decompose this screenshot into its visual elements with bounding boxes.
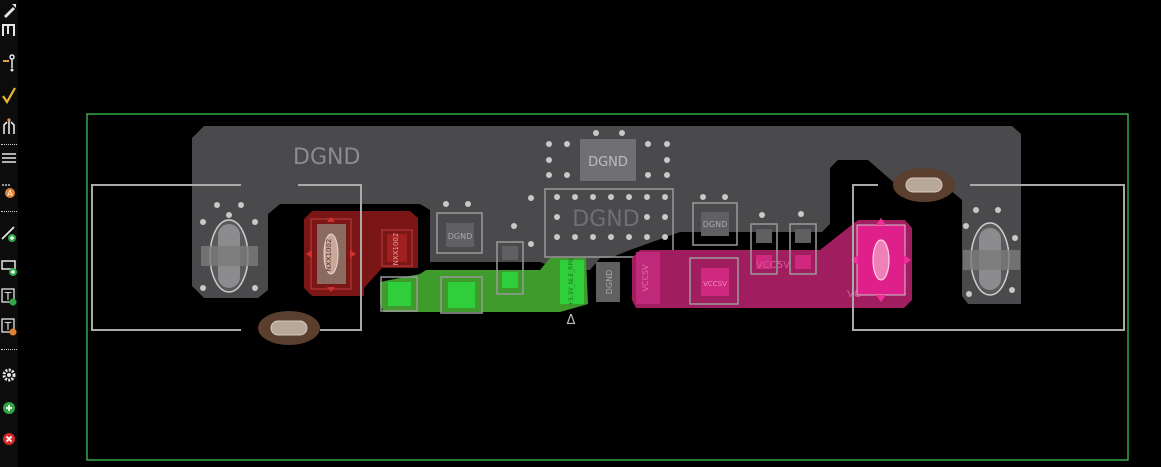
svg-text:T: T xyxy=(4,290,12,303)
via xyxy=(722,194,728,200)
route-track-tool[interactable] xyxy=(0,0,18,22)
tune-skew-icon xyxy=(2,87,16,104)
rule-area-icon: A xyxy=(2,184,15,198)
dgnd-center-pad[interactable] xyxy=(580,139,636,181)
textbox-tool[interactable]: T xyxy=(0,316,18,338)
via-grid-top xyxy=(546,130,670,178)
red-small-pad-label: NXX1002 xyxy=(392,233,400,266)
left-connector-vias xyxy=(200,202,258,291)
green-pad-4[interactable] xyxy=(560,260,584,304)
tune-skew-tool[interactable] xyxy=(0,84,18,106)
magenta-vc-label: VCC5V xyxy=(756,260,790,271)
dgnd-vertical-label: DGND xyxy=(605,270,614,295)
green-pad-2[interactable] xyxy=(448,282,475,308)
silkscreen-small-right-outline xyxy=(692,202,738,246)
dgnd-vertical-pad[interactable] xyxy=(596,262,620,302)
via xyxy=(759,212,765,218)
via-tool[interactable] xyxy=(0,115,18,137)
green-pad-3[interactable] xyxy=(502,272,518,288)
dgnd-via-pad[interactable] xyxy=(502,246,518,260)
rectangle-tool-icon xyxy=(1,260,17,276)
dgnd-ghost-label: DGND xyxy=(572,207,639,232)
textbox-tool-icon: T xyxy=(1,318,17,336)
triangle-marker: Δ xyxy=(567,313,576,328)
line-tool-icon xyxy=(1,226,16,242)
dgnd-center-pad-label: DGND xyxy=(588,155,628,170)
right-connector-slot xyxy=(963,250,1020,270)
magenta-pad-mid-outline xyxy=(689,257,739,305)
differential-pair-icon xyxy=(2,24,15,36)
via xyxy=(700,194,706,200)
tune-length-icon xyxy=(3,54,15,72)
left-mount-hole xyxy=(270,320,308,336)
magenta-pad-left-label: VCCSV xyxy=(641,264,650,292)
text-tool-icon: T xyxy=(1,288,17,306)
tune-length-tool[interactable] xyxy=(0,52,18,74)
red-small-pad-outline xyxy=(381,229,413,267)
zone-fill-tool[interactable] xyxy=(0,147,18,169)
green-pad-1-outline xyxy=(380,276,418,312)
green-pad-label: +3.3V_NLE_RPB xyxy=(568,258,575,306)
toolbar-separator xyxy=(1,349,17,350)
pcb-canvas[interactable]: DGND DGND DGND DGND DGND DGND NXX1002 N xyxy=(18,0,1161,467)
text-tool[interactable]: T xyxy=(0,286,18,308)
silkscreen-small-left-outline xyxy=(436,212,483,254)
board-edge-outline xyxy=(86,113,1129,461)
dgnd-small-left-pad[interactable] xyxy=(446,223,474,247)
dgnd-small-right-label: DGND xyxy=(703,220,728,229)
left-connector-slot xyxy=(201,246,258,266)
settings-gear-icon xyxy=(2,368,16,382)
silkscreen-regulator-outline xyxy=(544,188,674,258)
toolbar-separator xyxy=(1,144,17,145)
red-pad-drill xyxy=(323,233,339,275)
magenta-cap-2-outline xyxy=(789,223,817,275)
svg-text:A: A xyxy=(7,189,13,198)
rectangle-tool[interactable] xyxy=(0,256,18,278)
gnd-copper-pour[interactable] xyxy=(192,126,1021,304)
left-connector-silkscreen-inner xyxy=(298,184,362,331)
magenta-cap-1-gnd-pad[interactable] xyxy=(756,229,772,243)
rule-area-tool[interactable]: A xyxy=(0,180,18,202)
differential-pair-tool[interactable] xyxy=(0,18,18,40)
magenta-cap-1-pad[interactable] xyxy=(756,255,772,269)
right-connector-vias xyxy=(963,207,1018,297)
via xyxy=(443,201,449,207)
svg-text:T: T xyxy=(4,320,12,333)
dgnd-small-right-pad[interactable] xyxy=(701,212,729,236)
add-tool[interactable] xyxy=(0,396,18,418)
magenta-connector-drill xyxy=(872,239,890,281)
left-connector-silkscreen-outer xyxy=(91,184,241,331)
magenta-cap-1-outline xyxy=(750,223,778,275)
magenta-cap-2-gnd-pad[interactable] xyxy=(795,229,811,243)
green-pad-1[interactable] xyxy=(388,282,411,306)
add-plus-icon xyxy=(3,402,15,414)
via xyxy=(798,211,804,217)
delete-tool[interactable] xyxy=(0,427,18,449)
left-toolbar: A T T xyxy=(0,0,18,467)
toolbar-separator xyxy=(1,211,17,212)
magenta-cap-2-pad[interactable] xyxy=(795,255,811,269)
via-icon xyxy=(3,118,15,134)
red-small-pad[interactable] xyxy=(387,234,407,262)
line-tool[interactable] xyxy=(0,222,18,244)
dgnd-zone-label: DGND xyxy=(293,145,360,170)
delete-icon xyxy=(3,433,15,445)
via xyxy=(465,201,471,207)
green-pad-2-outline xyxy=(440,276,483,314)
via-grid-center xyxy=(511,194,668,247)
magenta-pad-left[interactable] xyxy=(636,252,660,304)
properties-tool[interactable] xyxy=(0,364,18,386)
magenta-pad-mid-label: VCCSV xyxy=(703,280,727,288)
green-pad-3-outline xyxy=(496,241,524,295)
magenta-pad-mid[interactable] xyxy=(701,268,729,296)
red-pad-label: NXX1002 xyxy=(325,239,333,272)
green-net-copper[interactable] xyxy=(380,258,588,312)
route-track-icon xyxy=(4,4,16,18)
right-mount-hole xyxy=(905,177,943,193)
zone-fill-icon xyxy=(2,153,16,163)
right-connector-silkscreen xyxy=(852,184,1125,331)
dgnd-small-left-label: DGND xyxy=(448,232,473,241)
